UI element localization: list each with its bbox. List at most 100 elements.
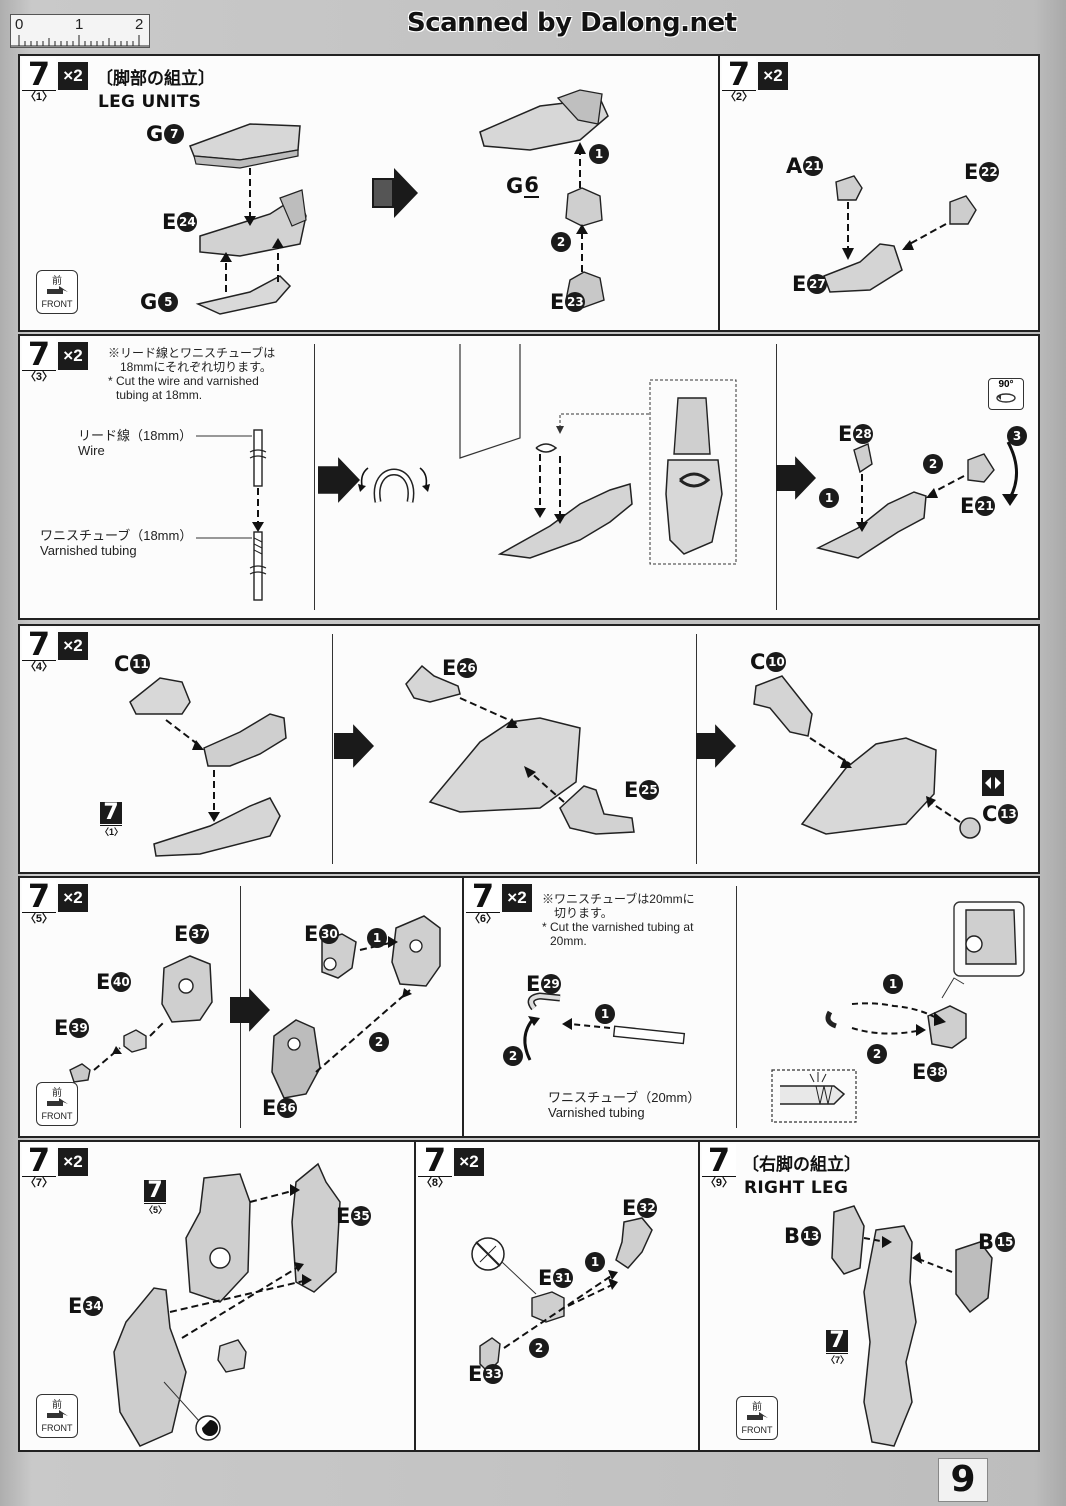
wire-tubing-diagram bbox=[196, 429, 267, 601]
step-badge-7-9: 7 〈9〉 bbox=[702, 1144, 768, 1189]
ruler-mark-2: 2 bbox=[135, 16, 144, 33]
next-step-arrow-icon bbox=[372, 168, 418, 218]
step-badge-7-8: 7 〈8〉 ×2 bbox=[418, 1144, 484, 1189]
page-number: 9 bbox=[938, 1458, 988, 1502]
wire-routing-drawing bbox=[815, 441, 1018, 559]
divider bbox=[332, 634, 333, 864]
step-7-7-panel: 7 〈7〉 ×2 7 〈5〉 bbox=[18, 1140, 416, 1452]
row-2: 7 〈3〉 ×2 ※リード線とワニスチューブは 18mmにそれぞれ切ります。 *… bbox=[18, 334, 1040, 620]
armor-attach-drawing-3 bbox=[753, 675, 981, 839]
note-jp-2: 切ります。 bbox=[554, 906, 613, 920]
order-2: 2 bbox=[922, 454, 943, 474]
section-title-en: RIGHT LEG bbox=[744, 1178, 849, 1198]
step-sub: 〈8〉 bbox=[418, 1176, 452, 1189]
quantity-badge: ×2 bbox=[58, 1148, 88, 1176]
step-number: 7 bbox=[722, 58, 756, 90]
step-badge-7-6: 7 〈6〉 ×2 bbox=[466, 880, 532, 925]
front-indicator: 前 FRONT bbox=[36, 1082, 78, 1126]
front-en: FRONT bbox=[741, 1425, 773, 1435]
note-jp-1: ※ワニスチューブは20mmに bbox=[542, 892, 695, 906]
wire-insert-drawing bbox=[459, 344, 737, 565]
front-indicator: 前 FRONT bbox=[36, 270, 78, 314]
divider bbox=[736, 886, 737, 1128]
ref-sub: 〈5〉 bbox=[144, 1203, 168, 1215]
flip-direction-icon bbox=[982, 770, 1004, 796]
ref-sub: 〈7〉 bbox=[826, 1353, 850, 1365]
quantity-badge: ×2 bbox=[502, 884, 532, 912]
step-sub: 〈3〉 bbox=[22, 370, 56, 383]
next-step-arrow-icon bbox=[696, 724, 736, 768]
divider bbox=[314, 344, 315, 610]
order-1: 1 bbox=[818, 488, 839, 508]
ref-number: 7 bbox=[144, 1180, 166, 1202]
leg-assembly-drawing-1 bbox=[189, 123, 307, 315]
order-1: 1 bbox=[366, 928, 387, 948]
rotate-arrow-icon bbox=[996, 393, 1016, 403]
step-badge-7-1: 7 〈1〉 ×2 bbox=[22, 58, 88, 103]
ref-badge-7-1: 7 〈1〉 bbox=[100, 802, 166, 846]
step-badge-7-7: 7 〈7〉 ×2 bbox=[22, 1144, 88, 1189]
knee-assembly-drawing bbox=[271, 915, 441, 1099]
step-sub: 〈2〉 bbox=[722, 90, 756, 103]
step-7-3-panel: 7 〈3〉 ×2 ※リード線とワニスチューブは 18mmにそれぞれ切ります。 *… bbox=[18, 334, 1040, 620]
step-number: 7 bbox=[22, 628, 56, 660]
front-arrow-icon bbox=[47, 1410, 68, 1418]
step-sub: 〈4〉 bbox=[22, 660, 56, 673]
order-1: 1 bbox=[584, 1252, 605, 1272]
leg-frame-drawing bbox=[113, 1162, 341, 1447]
step-number: 7 bbox=[466, 880, 500, 912]
leg-joint-drawing bbox=[823, 175, 977, 293]
ankle-joint-drawing bbox=[471, 1217, 653, 1373]
front-indicator: 前 FRONT bbox=[736, 1396, 778, 1440]
section-title-jp: 〔脚部の組立〕 bbox=[96, 69, 215, 89]
next-step-arrow-icon bbox=[334, 724, 374, 768]
ref-badge-7-7: 7 〈7〉 bbox=[826, 1330, 892, 1374]
quantity-badge: ×2 bbox=[58, 62, 88, 90]
order-3: 3 bbox=[1006, 426, 1027, 446]
note-en-1: * Cut the varnished tubing at bbox=[542, 920, 694, 934]
ruler-mark-1: 1 bbox=[75, 16, 84, 33]
wire-label: リード線（18mm） Wire bbox=[78, 428, 192, 458]
leg-assembly-drawing-2 bbox=[479, 89, 609, 309]
quantity-badge: ×2 bbox=[58, 632, 88, 660]
order-2: 2 bbox=[550, 232, 571, 252]
tube-en: Varnished tubing bbox=[40, 543, 137, 558]
front-en: FRONT bbox=[41, 1111, 73, 1121]
right-leg-drawing bbox=[831, 1205, 993, 1447]
step-sub: 〈9〉 bbox=[702, 1176, 736, 1189]
step-number: 7 bbox=[418, 1144, 452, 1176]
step-badge-7-2: 7 〈2〉 ×2 bbox=[722, 58, 788, 103]
row-5: 7 〈7〉 ×2 7 〈5〉 bbox=[18, 1140, 1040, 1452]
order-2: 2 bbox=[368, 1032, 389, 1052]
next-step-arrow-icon bbox=[230, 988, 270, 1032]
ref-sub: 〈1〉 bbox=[100, 825, 124, 837]
ruler-mark-0: 0 bbox=[15, 16, 24, 33]
front-en: FRONT bbox=[41, 299, 73, 309]
rotate-90-label: 90° bbox=[998, 379, 1014, 390]
tube-jp: ワニスチューブ（20mm） bbox=[548, 1090, 701, 1105]
front-arrow-icon bbox=[747, 1412, 768, 1420]
scale-ruler: 0 1 2 bbox=[10, 14, 150, 48]
order-2: 2 bbox=[502, 1046, 523, 1066]
note-jp-2: 18mmにそれぞれ切ります。 bbox=[120, 360, 272, 374]
step-sub: 〈5〉 bbox=[22, 912, 56, 925]
armor-attach-drawing-2 bbox=[405, 664, 635, 835]
wire-en: Wire bbox=[78, 443, 105, 458]
